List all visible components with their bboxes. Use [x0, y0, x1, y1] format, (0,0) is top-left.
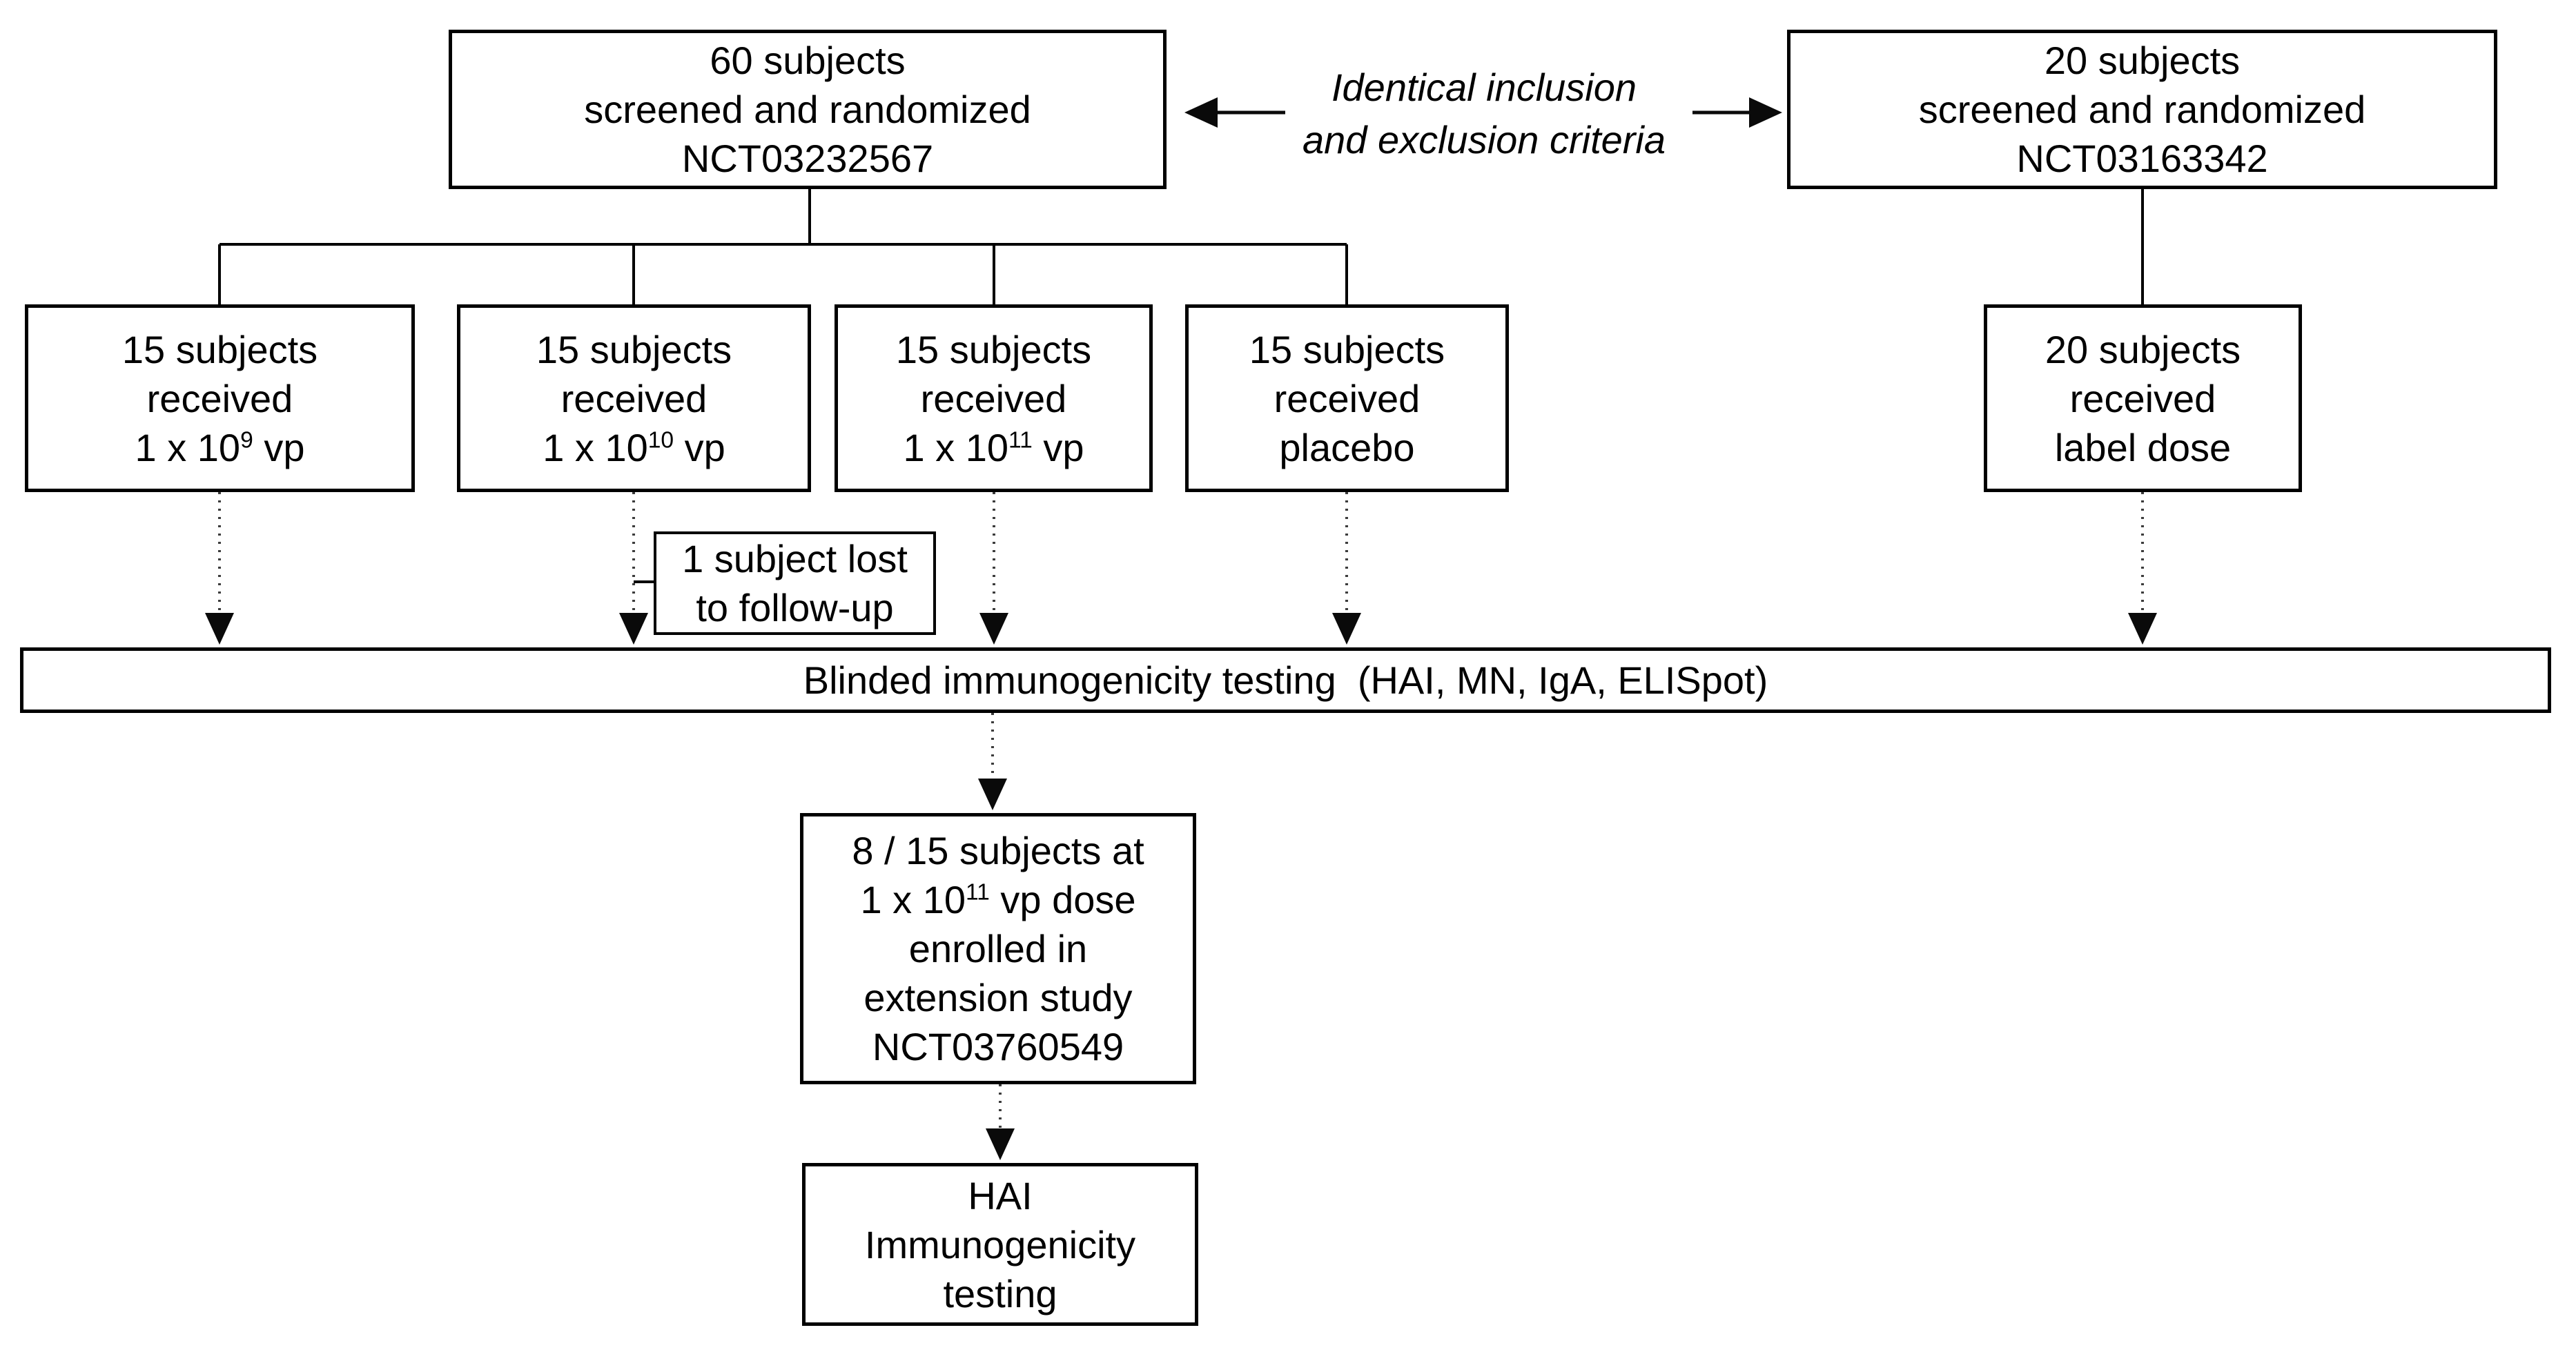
arrowhead-right-icon — [1749, 97, 1782, 128]
tree-connectors — [218, 189, 2144, 583]
subject-count: 15 subjects — [1249, 327, 1445, 371]
received-text: received — [2069, 376, 2216, 420]
arm-box-label-dose: 20 subjects received label dose — [1984, 304, 2302, 492]
arm-box-placebo: 15 subjects received placebo — [1185, 304, 1509, 492]
subject-count: 20 subjects — [2044, 39, 2241, 82]
extension-to-hai-arrow — [986, 1084, 1015, 1160]
extension-line3: enrolled in — [908, 927, 1088, 970]
hai-line3: testing — [943, 1271, 1057, 1315]
subject-count: 20 subjects — [2045, 327, 2241, 371]
subject-count: 15 subjects — [121, 327, 318, 371]
arrowhead-down-icon — [986, 1128, 1015, 1160]
lost-line1: 1 subject lost — [682, 537, 908, 580]
lost-line2: to follow-up — [696, 586, 894, 629]
arrowhead-down-icon — [978, 779, 1007, 810]
arrowhead-left-icon — [1184, 97, 1218, 128]
arrowhead-down-icon — [2128, 613, 2157, 645]
extension-line1: 8 / 15 subjects at — [852, 829, 1144, 872]
arm-arrowheads — [205, 613, 2157, 645]
extension-study-box: 8 / 15 subjects at 1 x 1011 vp dose enro… — [800, 813, 1196, 1084]
criteria-left-arrow — [1184, 97, 1285, 128]
arm-box-1e9-vp: 15 subjects received 1 x 109 vp — [25, 304, 415, 492]
arrowhead-down-icon — [205, 613, 234, 645]
received-text: received — [1274, 376, 1421, 420]
identical-criteria-note: Identical inclusion and exclusion criter… — [1291, 55, 1677, 173]
hai-testing-box: HAI Immunogenicity testing — [802, 1163, 1198, 1326]
arm-box-1e10-vp: 15 subjects received 1 x 1010 vp — [457, 304, 811, 492]
dose-text: 1 x 1011 vp — [903, 425, 1084, 469]
hai-line2: Immunogenicity — [864, 1222, 1136, 1266]
subject-count: 15 subjects — [536, 327, 732, 371]
arm-to-testing-arrows — [218, 492, 2144, 613]
dose-text: placebo — [1279, 425, 1415, 469]
received-text: received — [560, 376, 708, 420]
criteria-note-line1: Identical inclusion — [1331, 66, 1637, 109]
criteria-right-arrow — [1692, 97, 1782, 128]
extension-dose-text: 1 x 1011 vp dose — [860, 878, 1136, 921]
blinded-testing-label: Blinded immunogenicity testing (HAI, MN,… — [803, 658, 1768, 702]
screened-randomized-right-box: 20 subjects screened and randomized NCT0… — [1787, 30, 2497, 189]
extension-line4: extension study — [863, 976, 1133, 1019]
received-text: received — [920, 376, 1067, 420]
arm-box-1e11-vp: 15 subjects received 1 x 1011 vp — [835, 304, 1153, 492]
extension-trial-id: NCT03760549 — [872, 1025, 1124, 1068]
arrowhead-down-icon — [1332, 613, 1361, 645]
dose-text: label dose — [2054, 425, 2232, 469]
trial-id: NCT03163342 — [2016, 137, 2268, 180]
subject-count: 15 subjects — [895, 327, 1092, 371]
criteria-note-line2: and exclusion criteria — [1302, 118, 1666, 162]
hai-line1: HAI — [968, 1173, 1033, 1217]
testing-to-extension-arrow — [978, 713, 1007, 810]
screened-randomized-left-box: 60 subjects screened and randomized NCT0… — [449, 30, 1167, 189]
trial-id: NCT03232567 — [681, 137, 934, 180]
arrowhead-down-icon — [979, 613, 1008, 645]
blinded-testing-bar: Blinded immunogenicity testing (HAI, MN,… — [20, 647, 2551, 713]
screening-text: screened and randomized — [584, 88, 1031, 131]
received-text: received — [146, 376, 293, 420]
subject-count: 60 subjects — [710, 39, 906, 82]
arrowhead-down-icon — [619, 613, 648, 645]
lost-to-followup-box: 1 subject lost to follow-up — [654, 531, 936, 635]
screening-text: screened and randomized — [1918, 88, 2366, 131]
dose-text: 1 x 1010 vp — [543, 425, 725, 469]
dose-text: 1 x 109 vp — [135, 425, 305, 469]
